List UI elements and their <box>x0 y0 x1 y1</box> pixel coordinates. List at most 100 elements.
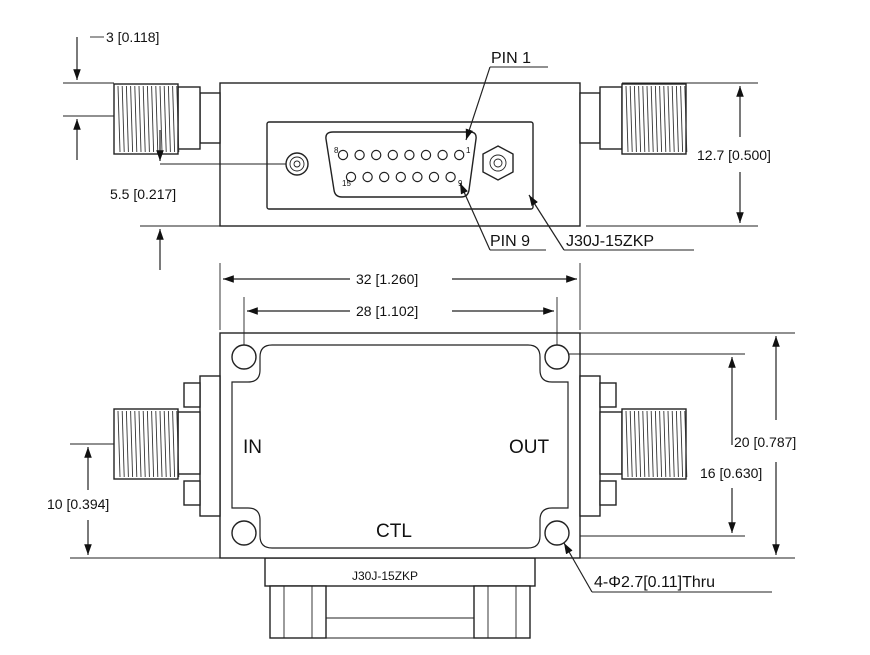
dsub-pin <box>428 171 440 183</box>
thread-line <box>667 410 671 478</box>
thread-line <box>633 410 637 478</box>
dsub-pin <box>454 149 465 161</box>
mounting-hole-top-right <box>544 344 570 370</box>
dim-overall-height-label: 20 [0.787] <box>734 434 796 450</box>
thread-line <box>151 410 155 478</box>
dsub-pin <box>371 149 382 161</box>
dim-hole-spacing-x <box>243 297 558 345</box>
dsub-pin <box>420 149 432 161</box>
dim-port-offset-label: 10 [0.394] <box>47 496 109 512</box>
thread-line <box>163 85 167 153</box>
thread-line <box>659 410 663 478</box>
thread-line <box>667 85 671 153</box>
pin-number-15: 15 <box>342 179 351 188</box>
hex-nut <box>482 145 514 181</box>
thread-line <box>167 85 171 153</box>
bottom-dsub-connector <box>264 557 536 639</box>
top-left-sma-connector <box>113 83 221 155</box>
pin1-label: PIN 1 <box>491 50 531 67</box>
dim-height <box>586 82 758 227</box>
thread-line <box>134 410 138 478</box>
thread-line <box>176 85 180 153</box>
dsub-pin <box>362 171 373 183</box>
thread-line <box>138 410 142 478</box>
mounting-hole-bottom-left <box>231 520 257 546</box>
thread-line <box>625 410 629 478</box>
thread-line <box>654 410 658 478</box>
thread-line <box>629 410 633 478</box>
dim-hole-spacing-x-label: 28 [1.102] <box>356 303 418 319</box>
thread-line <box>675 410 679 478</box>
dim-connector-offset <box>140 130 286 270</box>
thread-line <box>138 85 142 153</box>
thread-line <box>117 410 121 478</box>
thread-line <box>680 85 684 153</box>
thread-line <box>125 85 129 153</box>
thread-line <box>176 410 180 478</box>
dsub-pin-array <box>337 149 465 183</box>
thread-line <box>642 85 646 153</box>
thread-line <box>121 85 125 153</box>
thread-line <box>163 410 167 478</box>
thread-line <box>646 85 650 153</box>
port-label-out: OUT <box>509 437 550 458</box>
thread-line <box>654 85 658 153</box>
dsub-pin <box>437 149 448 161</box>
thread-line <box>159 410 163 478</box>
dsub-shell <box>325 131 477 198</box>
thread-line <box>130 85 134 153</box>
bottom-view: J30J-15ZKP IN OUT CTL <box>47 263 796 639</box>
pin9-label: PIN 9 <box>490 233 530 250</box>
thread-line <box>675 85 679 153</box>
dsub-pin <box>337 149 349 161</box>
thread-line <box>142 85 146 153</box>
thread-line <box>130 410 134 478</box>
thread-line <box>146 85 150 153</box>
pin9-leader <box>459 182 546 251</box>
dsub-pin <box>354 149 365 161</box>
dsub-pin <box>404 149 415 161</box>
hole-callout-leader <box>563 542 772 593</box>
thread-line <box>638 410 642 478</box>
thread-line <box>650 85 654 153</box>
dim-overall-width <box>219 263 581 330</box>
thread-line <box>684 410 688 478</box>
thread-line <box>650 410 654 478</box>
thread-line <box>125 410 129 478</box>
thread-line <box>625 85 629 153</box>
thread-line <box>671 410 675 478</box>
port-label-in: IN <box>243 437 262 458</box>
out-sma-connector <box>579 375 688 517</box>
thread-line <box>167 410 171 478</box>
top-right-sma-connector <box>579 83 688 155</box>
dim-port-offset <box>70 443 220 559</box>
housing-lid <box>231 344 569 549</box>
thread-line <box>638 85 642 153</box>
port-label-ctl: CTL <box>376 521 412 542</box>
top-view: 1 8 9 15 3 [0.118] <box>63 29 771 270</box>
thread-line <box>151 85 155 153</box>
thread-line <box>663 85 667 153</box>
thread-line <box>117 85 121 153</box>
connector-callout-leader <box>528 194 694 251</box>
thread-line <box>142 410 146 478</box>
dsub-pin <box>445 171 456 183</box>
thread-line <box>155 410 159 478</box>
thread-line <box>159 85 163 153</box>
thread-line <box>633 85 637 153</box>
thread-line <box>155 85 159 153</box>
thread-line <box>146 410 150 478</box>
thread-line <box>663 410 667 478</box>
pin1-leader <box>465 66 548 141</box>
pin-number-8: 8 <box>334 146 339 155</box>
bottom-housing <box>219 332 581 559</box>
thread-line <box>134 85 138 153</box>
dim-top-offset-label: 3 [0.118] <box>106 29 159 45</box>
thread-line <box>172 85 176 153</box>
dim-height-label: 12.7 [0.500] <box>697 147 771 163</box>
thread-line <box>684 85 688 153</box>
thread-line <box>172 410 176 478</box>
dsub-pin <box>345 171 357 183</box>
in-sma-connector <box>113 375 221 517</box>
